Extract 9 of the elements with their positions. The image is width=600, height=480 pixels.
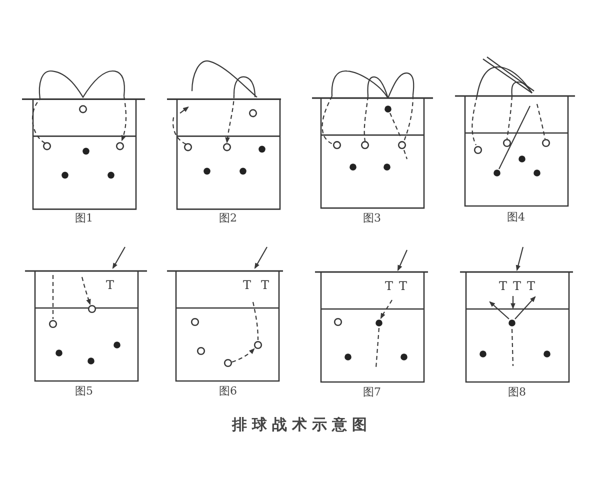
figure-label: 图6 (219, 386, 237, 396)
figure-label: 图2 (219, 212, 237, 224)
figure-label: 图3 (363, 212, 381, 224)
figure-label: 图7 (363, 386, 381, 398)
figure-label: 图1 (75, 212, 93, 224)
figure-label: 图5 (75, 386, 93, 396)
diagram-caption: 排球战术示意图 (232, 418, 372, 432)
figure-label: 图8 (508, 386, 526, 398)
figure-label: 图4 (507, 212, 525, 222)
